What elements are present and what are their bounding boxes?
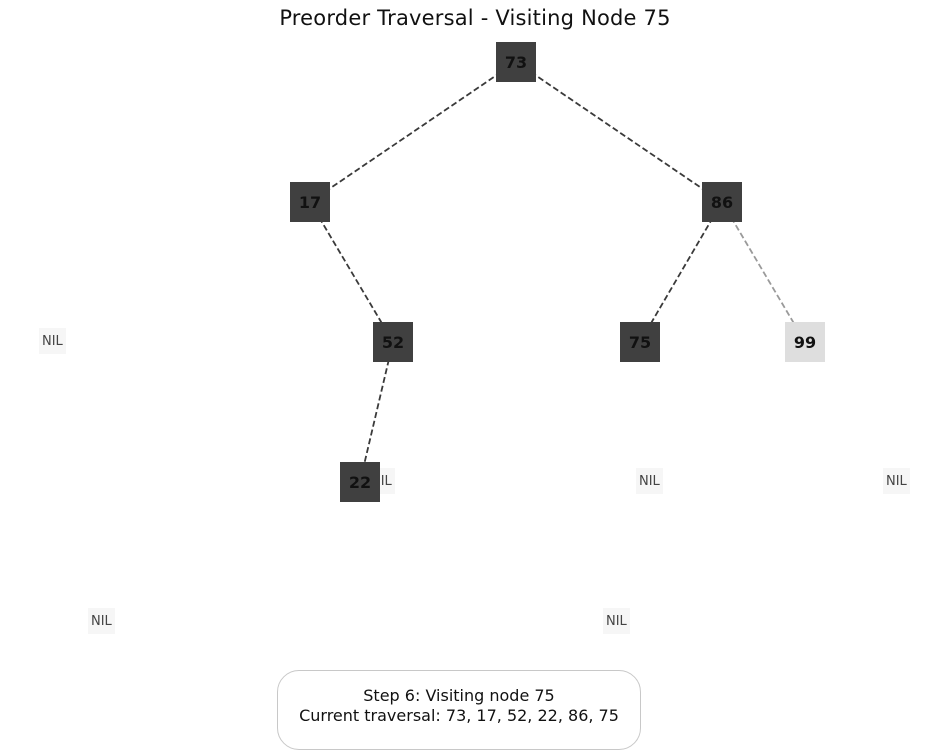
nil-leaf: NIL	[636, 468, 663, 494]
tree-node-52: 52	[373, 322, 413, 362]
traversal-text: Current traversal: 73, 17, 52, 22, 86, 7…	[299, 706, 619, 725]
tree-node-75: 75	[620, 322, 660, 362]
tree-node-22: 22	[340, 462, 380, 502]
tree-node-73: 73	[496, 42, 536, 82]
edge-n86-n75	[639, 201, 723, 343]
diagram-title: Preorder Traversal - Visiting Node 75	[279, 6, 671, 30]
nil-leaf: NIL	[883, 468, 910, 494]
tree-node-86: 86	[702, 182, 742, 222]
nil-leaf: NIL	[39, 328, 66, 354]
step-text: Step 6: Visiting node 75	[363, 686, 555, 705]
nil-leaf: NIL	[88, 608, 115, 634]
edge-n52-n22	[359, 341, 394, 483]
edge-n17-n52	[309, 201, 394, 343]
edge-n73-n86	[515, 61, 723, 203]
nil-leaf: NIL	[603, 608, 630, 634]
status-box: Step 6: Visiting node 75 Current travers…	[277, 670, 641, 750]
tree-node-17: 17	[290, 182, 330, 222]
edge-n73-n17	[309, 61, 517, 203]
edge-n86-n99	[721, 201, 806, 343]
tree-node-99: 99	[785, 322, 825, 362]
